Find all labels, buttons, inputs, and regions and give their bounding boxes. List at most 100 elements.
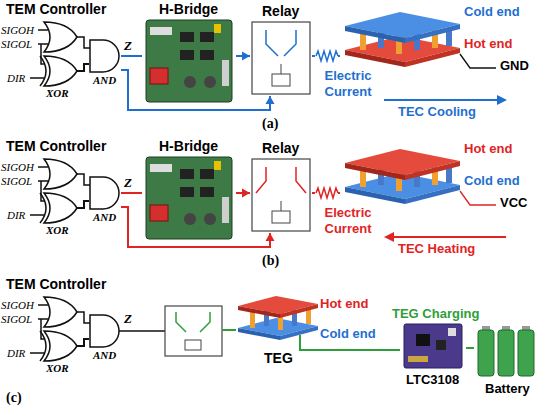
current-label: Electric Current <box>314 205 382 237</box>
xor-gate: XOR <box>38 193 77 237</box>
node-label: AND <box>93 74 116 87</box>
node-label: Hot end <box>320 296 368 312</box>
tec-picture <box>345 149 460 204</box>
node-label: Battery <box>485 381 530 397</box>
controller-title: TEM Controller <box>6 276 106 292</box>
signal-name: SIGOL <box>1 37 32 51</box>
output-name: Z <box>124 175 132 191</box>
signal-name: DIR <box>7 71 25 85</box>
node-label: AND <box>93 211 116 224</box>
panel-letter: (b) <box>262 253 279 269</box>
connector-line <box>77 339 89 346</box>
battery-picture <box>478 326 534 376</box>
node-label: H-Bridge <box>159 138 218 154</box>
arrowhead <box>242 52 250 61</box>
logic-gates <box>30 22 119 86</box>
connector-line <box>77 201 89 208</box>
signal-name: SIGOH <box>1 298 34 312</box>
h-bridge-board: H-Bridge <box>142 0 236 104</box>
signal-name: SIGOH <box>1 23 34 37</box>
logic-gates <box>30 159 119 223</box>
relay-body <box>119 306 236 356</box>
h-bridge-board: H-Bridge <box>142 137 236 241</box>
node-label: XOR <box>46 87 69 100</box>
resistor-symbol <box>315 49 338 63</box>
node-label: LTC3108 <box>406 372 459 388</box>
h-bridge-photo <box>146 157 232 239</box>
ltc3108-board: LTC3108 <box>400 322 466 390</box>
arrowhead <box>266 96 275 104</box>
connector <box>121 56 142 57</box>
node-label: Cold end <box>320 326 376 342</box>
relay-box: Relay <box>250 139 312 233</box>
signal-name: DIR <box>7 208 25 222</box>
node-label: AND <box>93 349 116 362</box>
node-label: Relay <box>262 140 299 156</box>
connector <box>121 193 142 194</box>
controller-title: TEM Controller <box>6 1 106 17</box>
node-label: Hot end <box>464 141 512 157</box>
connector <box>77 339 89 346</box>
ltc3108-photo <box>404 324 462 368</box>
node-label: Relay <box>262 3 299 19</box>
connector-line <box>77 64 89 71</box>
tec-picture <box>345 12 460 67</box>
node-label: H-Bridge <box>159 1 218 17</box>
mode-label: TEC Cooling <box>398 104 476 120</box>
node-label: Cold end <box>464 4 520 20</box>
teg-module: Hot endCold endTEG <box>234 288 382 370</box>
relay-body <box>252 22 310 94</box>
terminal-name: GND <box>500 58 529 74</box>
cooling-arrow <box>384 95 507 105</box>
connector-line <box>466 347 474 349</box>
current-label: Electric Current <box>314 68 382 100</box>
mode-label: TEG Charging <box>392 306 479 322</box>
connector-line <box>121 70 270 110</box>
controller-title: TEM Controller <box>6 138 106 154</box>
signal-name: SIGOL <box>1 312 32 326</box>
output-name: Z <box>124 311 132 327</box>
connector <box>382 350 400 351</box>
connector <box>77 201 89 208</box>
terminal-name: VCC <box>500 195 527 211</box>
panel-letter: (a) <box>262 116 278 132</box>
arrowhead <box>266 233 275 241</box>
node-label: XOR <box>46 224 69 237</box>
signal-name: DIR <box>7 346 25 360</box>
signal-name: SIGOH <box>1 160 34 174</box>
relay-switch <box>256 167 306 193</box>
node-label: Hot end <box>464 36 512 52</box>
h-bridge-photo <box>146 20 232 102</box>
relay-box: Relay <box>250 2 312 96</box>
connector <box>236 189 250 198</box>
xor-gate: XOR <box>38 56 77 100</box>
connector-line <box>121 192 142 194</box>
battery-pack: Battery <box>474 322 541 402</box>
arrowhead <box>242 189 250 198</box>
connector <box>77 64 89 71</box>
node-label: TEG <box>264 350 293 366</box>
and-gate: AND <box>89 40 121 90</box>
connector-line <box>121 55 142 57</box>
node-label: XOR <box>46 362 69 375</box>
output-name: Z <box>124 38 132 54</box>
ground-wire <box>460 54 496 68</box>
resistor-symbol <box>315 186 338 200</box>
connector <box>236 52 250 61</box>
xor-gate: XOR <box>38 331 77 375</box>
logic-gates <box>30 297 119 361</box>
connector <box>121 70 275 110</box>
panel-letter: (c) <box>6 390 22 406</box>
signal-name: SIGOL <box>1 174 32 188</box>
relay-switch <box>266 30 296 56</box>
mode-label: TEC Heating <box>398 241 475 257</box>
connector <box>121 207 275 247</box>
supply-wire <box>460 191 496 205</box>
teg-picture <box>238 296 382 350</box>
node-label: Cold end <box>464 173 520 189</box>
and-gate: AND <box>89 315 121 365</box>
